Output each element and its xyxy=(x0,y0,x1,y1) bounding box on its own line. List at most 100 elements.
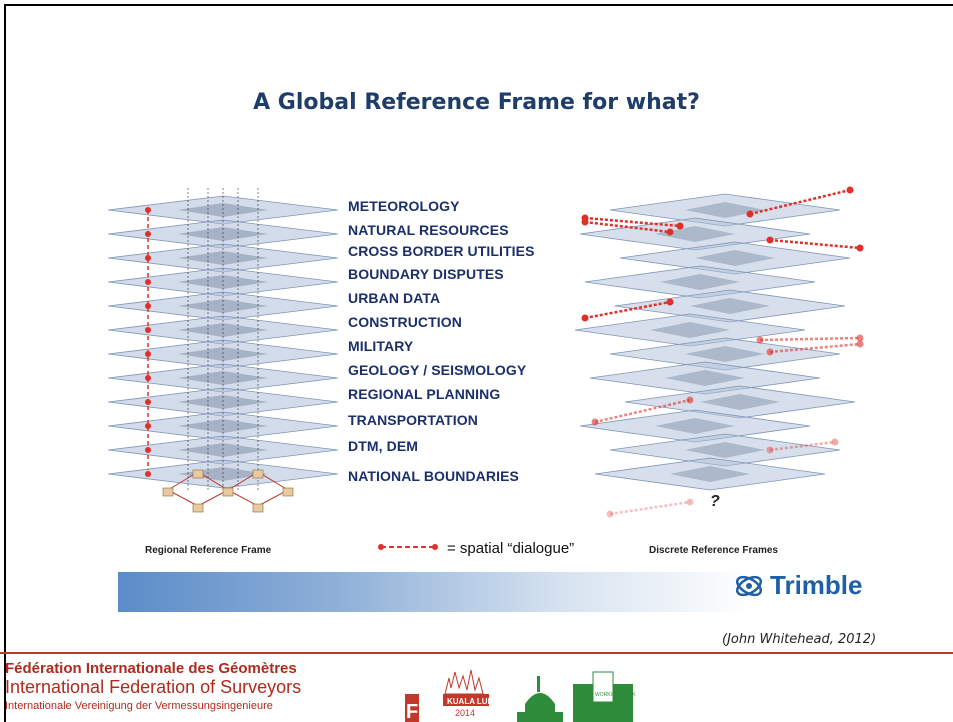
fig-logo-text: FIG xyxy=(406,701,439,722)
topic-item: TRANSPORTATION xyxy=(348,412,478,428)
dialogue-line xyxy=(609,500,691,516)
discrete-plane-core xyxy=(690,298,770,314)
dialogue-point xyxy=(145,255,151,261)
dialogue-point xyxy=(145,375,151,381)
topic-item: NATIONAL BOUNDARIES xyxy=(348,468,519,484)
dialogue-point xyxy=(145,303,151,309)
discrete-reference-frames-diagram: ? xyxy=(574,186,864,518)
topic-item: CONSTRUCTION xyxy=(348,314,462,330)
discrete-plane xyxy=(574,313,806,347)
dialogue-point xyxy=(686,498,694,506)
dialogue-point xyxy=(676,222,684,230)
dialogue-point xyxy=(756,336,764,344)
dialogue-line xyxy=(769,342,861,354)
topic-item: URBAN DATA xyxy=(348,290,441,306)
discrete-plane xyxy=(589,361,821,395)
footer-divider xyxy=(0,652,953,654)
discrete-reference-frames-label: Discrete Reference Frames xyxy=(649,545,778,556)
discrete-plane-core xyxy=(665,370,745,386)
discrete-plane-core xyxy=(670,466,750,482)
dialogue-point xyxy=(856,340,864,348)
discrete-plane xyxy=(579,409,811,443)
dialogue-point xyxy=(145,279,151,285)
footer-federation-en: International Federation of Surveyors xyxy=(5,677,302,697)
dialogue-point xyxy=(686,396,694,404)
footer-logos: FIG KUALA LUMPUR 2014 WORKING WEEK xyxy=(405,669,636,722)
survey-station-icon xyxy=(252,469,264,479)
dialogue-line xyxy=(769,440,836,452)
legend-text: = spatial “dialogue” xyxy=(447,540,575,557)
dialogue-point xyxy=(606,510,614,518)
dialogue-point xyxy=(846,186,854,194)
survey-station-icon xyxy=(192,503,204,513)
gradient-bar xyxy=(118,572,752,612)
fig-logo-icon: FIG xyxy=(405,694,439,722)
mosque-logo-icon xyxy=(517,676,563,722)
slide-frame xyxy=(4,4,953,722)
dialogue-line xyxy=(584,300,671,320)
dialogue-point xyxy=(145,399,151,405)
dialogue-point xyxy=(591,418,599,426)
footer-federation-fr: Fédération Internationale des Géomètres xyxy=(5,660,297,677)
dialogue-point xyxy=(766,348,774,356)
survey-station-icon xyxy=(282,487,294,497)
discrete-plane-core xyxy=(655,226,735,242)
discrete-plane-core xyxy=(695,250,775,266)
topic-item: DTM, DEM xyxy=(348,438,419,454)
dialogue-point xyxy=(831,438,839,446)
topic-item: METEOROLOGY xyxy=(348,198,460,214)
discrete-plane-core xyxy=(700,394,780,410)
discrete-plane xyxy=(584,265,816,299)
footer-federation-de: Internationale Vereinigung der Vermessun… xyxy=(5,700,273,712)
topic-item: NATURAL RESOURCES xyxy=(348,222,509,238)
dialogue-point xyxy=(145,231,151,237)
citation: (John Whitehead, 2012) xyxy=(722,632,877,647)
working-week-text: WORKING WEEK xyxy=(595,692,636,698)
topic-item: BOUNDARY DISPUTES xyxy=(348,266,504,282)
survey-station-icon xyxy=(162,487,174,497)
discrete-plane xyxy=(609,433,841,467)
dialogue-point xyxy=(581,218,589,226)
event-year: 2014 xyxy=(455,708,475,718)
dialogue-point xyxy=(856,334,864,342)
dialogue-point xyxy=(145,327,151,333)
dialogue-point xyxy=(856,244,864,252)
dialogue-legend-icon xyxy=(378,544,438,550)
survey-station-icon xyxy=(192,469,204,479)
dialogue-point xyxy=(766,236,774,244)
dialogue-line xyxy=(769,238,861,250)
regional-reference-frame-diagram xyxy=(108,188,339,513)
discrete-plane-core xyxy=(650,322,730,338)
dialogue-point xyxy=(145,423,151,429)
topic-item: CROSS BORDER UTILITIES xyxy=(348,243,535,259)
topic-item: MILITARY xyxy=(348,338,414,354)
question-mark: ? xyxy=(710,493,720,510)
dialogue-point xyxy=(746,210,754,218)
discrete-plane xyxy=(594,457,826,491)
dialogue-point xyxy=(145,471,151,477)
discrete-plane-core xyxy=(660,274,740,290)
discrete-plane-core xyxy=(685,346,765,362)
dialogue-line xyxy=(759,336,861,342)
dialogue-point xyxy=(145,447,151,453)
trimble-logo: Trimble xyxy=(734,570,862,601)
survey-station-icon xyxy=(222,487,234,497)
dialogue-point xyxy=(766,446,774,454)
dialogue-line xyxy=(594,398,691,424)
dialogue-point xyxy=(145,351,151,357)
discrete-plane-core xyxy=(685,202,765,218)
regional-reference-frame-label: Regional Reference Frame xyxy=(145,545,272,556)
event-logo-text: KUALA LUMPUR xyxy=(447,697,511,706)
topic-item: REGIONAL PLANNING xyxy=(348,386,501,402)
dialogue-line xyxy=(584,216,681,228)
dialogue-point xyxy=(145,207,151,213)
trimble-brand-text: Trimble xyxy=(770,570,863,600)
topic-item: GEOLOGY / SEISMOLOGY xyxy=(348,362,527,378)
dialogue-line xyxy=(584,220,671,234)
slide-title: A Global Reference Frame for what? xyxy=(253,90,700,115)
survey-station-icon xyxy=(252,503,264,513)
trimble-logo-icon xyxy=(735,575,763,596)
discrete-plane-core xyxy=(685,442,765,458)
dialogue-point xyxy=(666,298,674,306)
discrete-plane-core xyxy=(655,418,735,434)
